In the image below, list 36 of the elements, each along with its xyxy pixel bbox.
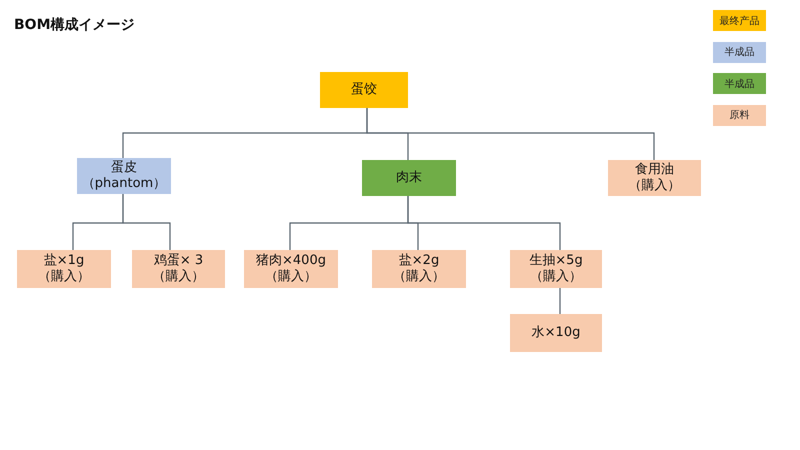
item-box — [77, 158, 171, 194]
connector-line — [407, 196, 561, 250]
item-box — [608, 160, 701, 196]
item-label: 鸡蛋× 3 — [154, 252, 204, 269]
item-box — [510, 250, 602, 288]
connector-line — [366, 108, 655, 160]
item-box — [132, 250, 225, 288]
connector-line — [122, 194, 171, 250]
item-label: 盐×1g — [44, 252, 84, 269]
legend-swatch: 半成品 — [713, 73, 766, 94]
connector-line — [559, 288, 561, 314]
item-label: （購入） — [38, 269, 90, 286]
legend-swatch: 最终产品 — [713, 10, 766, 31]
item-box — [244, 250, 338, 288]
item-label: （購入） — [628, 178, 680, 194]
item-label: 猪肉×400g — [256, 252, 326, 269]
item-label: （購入） — [265, 269, 317, 286]
item-label: （phantom） — [82, 176, 166, 192]
item-label: （購入） — [530, 269, 582, 286]
item-label: （購入） — [393, 269, 445, 286]
item-box — [17, 250, 111, 288]
item-label: 水×10g — [532, 324, 580, 342]
item-label: （購入） — [152, 269, 204, 286]
item-box — [372, 250, 466, 288]
item-label: 蛋饺 — [351, 82, 377, 98]
legend-swatch: 原料 — [713, 104, 766, 126]
item-label: 蛋皮 — [111, 160, 137, 176]
diagram-title: BOM構成イメージ — [14, 16, 135, 34]
item-box — [320, 72, 408, 108]
item-box — [510, 314, 602, 352]
item-label: 肉末 — [396, 170, 422, 186]
item-label: 盐×2g — [398, 252, 440, 269]
item-label: 生抽×5g — [529, 252, 583, 269]
legend-swatch: 半成品 — [713, 42, 766, 62]
item-label: 食用油 — [635, 162, 674, 178]
item-box — [362, 160, 456, 196]
